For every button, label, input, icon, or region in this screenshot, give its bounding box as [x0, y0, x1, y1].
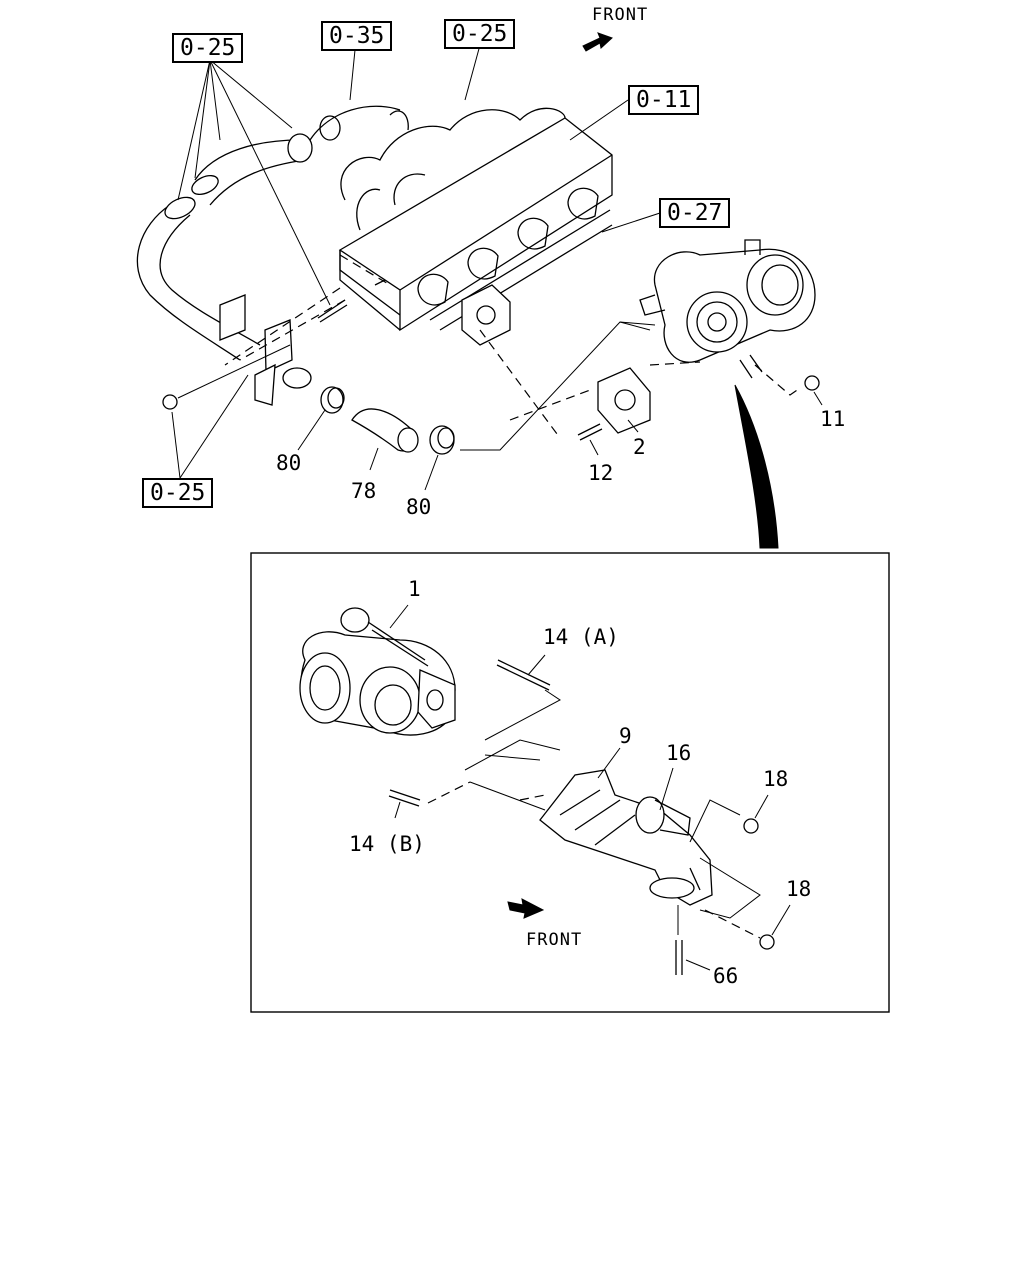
ref-box-0-11: 0-11	[628, 85, 700, 115]
hose-and-clamps	[320, 386, 455, 455]
callout-14b: 14 (B)	[349, 832, 425, 856]
exhaust-pipe-part-9	[539, 769, 713, 906]
leader-lines-top	[171, 44, 823, 491]
front-label-detail: FRONT	[526, 930, 583, 950]
ref-box-0-25-top-left: 0-25	[172, 33, 244, 63]
ref-box-0-27: 0-27	[659, 198, 731, 228]
callout-1: 1	[408, 577, 421, 601]
turbocharger-top	[639, 239, 820, 391]
callout-9: 9	[619, 724, 632, 748]
ref-box-0-25-bottom-left: 0-25	[142, 478, 214, 508]
front-arrow-icon	[582, 32, 613, 52]
gasket-part-2	[597, 367, 651, 434]
stud-part-14b	[388, 789, 421, 807]
ref-box-0-35: 0-35	[321, 21, 393, 51]
stud-part-14a	[496, 659, 551, 691]
ref-box-0-25-top: 0-25	[444, 19, 516, 49]
callout-2: 2	[633, 435, 646, 459]
intake-pipe	[136, 105, 409, 410]
detail-pointer-arrow	[734, 384, 779, 549]
callout-11: 11	[820, 407, 846, 431]
stud-part-66	[675, 940, 683, 975]
front-arrow-detail-icon	[507, 898, 545, 919]
callout-66: 66	[713, 964, 739, 988]
leader-lines-detail	[389, 604, 791, 971]
callout-80-right: 80	[406, 495, 432, 519]
callout-14a: 14 (A)	[543, 625, 619, 649]
callout-18-upper: 18	[763, 767, 789, 791]
callout-78: 78	[351, 479, 377, 503]
callout-80-left: 80	[276, 451, 302, 475]
stud-part-12	[577, 423, 603, 441]
callout-18-lower: 18	[786, 877, 812, 901]
callout-16: 16	[666, 741, 692, 765]
nut-part-18	[743, 818, 775, 950]
callout-12: 12	[588, 461, 614, 485]
turbocharger-detail	[299, 607, 456, 736]
detail-view-frame	[250, 552, 890, 1013]
front-label-top: FRONT	[592, 5, 649, 25]
engine-block	[338, 107, 613, 346]
